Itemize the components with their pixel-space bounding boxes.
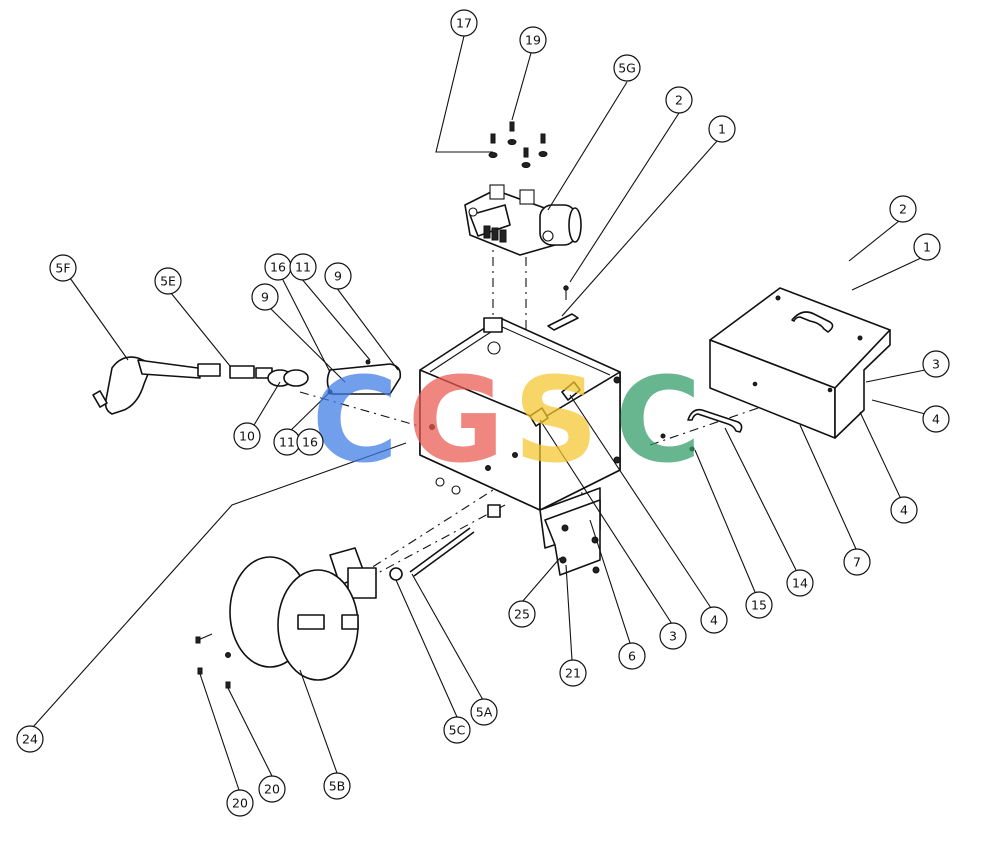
callout-20: 20 bbox=[226, 789, 254, 817]
svg-text:10: 10 bbox=[239, 429, 255, 444]
svg-text:5E: 5E bbox=[160, 274, 176, 289]
svg-text:5B: 5B bbox=[329, 779, 346, 794]
carry-handle bbox=[660, 408, 743, 452]
watermark-letter: C bbox=[312, 351, 399, 489]
svg-text:11: 11 bbox=[295, 260, 311, 275]
reel-axle bbox=[389, 504, 501, 581]
cover-box bbox=[709, 287, 891, 439]
pump-motor-assembly bbox=[464, 121, 582, 256]
watermark-cgsc: C G S C bbox=[312, 351, 702, 489]
callout-25: 25 bbox=[508, 600, 536, 628]
callout-14: 14 bbox=[786, 569, 814, 597]
svg-text:14: 14 bbox=[792, 576, 808, 591]
callout-5e: 5E bbox=[154, 267, 182, 295]
spray-gun bbox=[92, 356, 221, 415]
callout-1: 1 bbox=[913, 233, 941, 261]
svg-text:5F: 5F bbox=[55, 261, 70, 276]
svg-text:5A: 5A bbox=[476, 705, 493, 720]
callout-11: 11 bbox=[289, 253, 317, 281]
callout-6: 6 bbox=[618, 642, 646, 670]
callout-24: 24 bbox=[16, 725, 44, 753]
hose-ring bbox=[267, 369, 309, 387]
callout-21: 21 bbox=[559, 659, 587, 687]
callout-10: 10 bbox=[233, 422, 261, 450]
callout-3: 3 bbox=[922, 350, 950, 378]
callout-5c: 5C bbox=[443, 716, 471, 744]
svg-text:4: 4 bbox=[900, 503, 908, 518]
svg-text:3: 3 bbox=[932, 357, 940, 372]
svg-text:2: 2 bbox=[899, 202, 907, 217]
callout-5a: 5A bbox=[470, 698, 498, 726]
callout-16: 16 bbox=[296, 428, 324, 456]
svg-text:9: 9 bbox=[261, 290, 269, 305]
watermark-letter: S bbox=[514, 351, 599, 489]
callout-5f: 5F bbox=[49, 254, 77, 282]
svg-text:24: 24 bbox=[22, 732, 38, 747]
watermark-letter: C bbox=[615, 351, 702, 489]
callout-4: 4 bbox=[890, 496, 918, 524]
callout-16: 16 bbox=[264, 253, 292, 281]
svg-text:9: 9 bbox=[334, 269, 342, 284]
svg-text:20: 20 bbox=[232, 796, 248, 811]
callout-5b: 5B bbox=[323, 772, 351, 800]
svg-text:16: 16 bbox=[302, 435, 318, 450]
callout-9: 9 bbox=[251, 283, 279, 311]
svg-text:15: 15 bbox=[751, 598, 767, 613]
svg-text:11: 11 bbox=[279, 435, 295, 450]
leader-lines bbox=[32, 35, 931, 791]
callout-3: 3 bbox=[659, 622, 687, 650]
svg-text:5C: 5C bbox=[449, 723, 466, 738]
callout-4: 4 bbox=[922, 405, 950, 433]
callout-4: 4 bbox=[700, 606, 728, 634]
svg-text:4: 4 bbox=[932, 412, 940, 427]
callout-9: 9 bbox=[324, 262, 352, 290]
svg-text:21: 21 bbox=[565, 666, 581, 681]
callout-5g: 5G bbox=[613, 54, 641, 82]
callout-1: 1 bbox=[708, 115, 736, 143]
svg-text:7: 7 bbox=[853, 555, 861, 570]
svg-text:1: 1 bbox=[718, 122, 726, 137]
callout-19: 19 bbox=[519, 26, 547, 54]
svg-text:1: 1 bbox=[923, 240, 931, 255]
svg-text:4: 4 bbox=[710, 613, 718, 628]
svg-text:25: 25 bbox=[514, 607, 530, 622]
callout-7: 7 bbox=[843, 548, 871, 576]
svg-text:5G: 5G bbox=[618, 61, 636, 76]
callout-11: 11 bbox=[273, 428, 301, 456]
svg-text:6: 6 bbox=[628, 649, 636, 664]
mount-bracket bbox=[547, 285, 579, 331]
svg-text:2: 2 bbox=[675, 93, 683, 108]
main-housing bbox=[419, 317, 621, 576]
hose-reel bbox=[195, 547, 377, 689]
svg-text:20: 20 bbox=[264, 782, 280, 797]
callout-bubbles: 17 19 5G 2 1 2 1 3 4 4 5F 5E 16 11 9 9 1… bbox=[16, 9, 950, 817]
callout-20: 20 bbox=[258, 775, 286, 803]
svg-text:16: 16 bbox=[270, 260, 286, 275]
callout-15: 15 bbox=[745, 591, 773, 619]
svg-text:3: 3 bbox=[669, 629, 677, 644]
svg-text:17: 17 bbox=[456, 16, 472, 31]
hose-coupling bbox=[229, 365, 273, 379]
callout-2: 2 bbox=[665, 86, 693, 114]
callout-2: 2 bbox=[889, 195, 917, 223]
svg-text:19: 19 bbox=[525, 33, 541, 48]
callout-17: 17 bbox=[450, 9, 478, 37]
watermark-letter: G bbox=[408, 351, 505, 489]
